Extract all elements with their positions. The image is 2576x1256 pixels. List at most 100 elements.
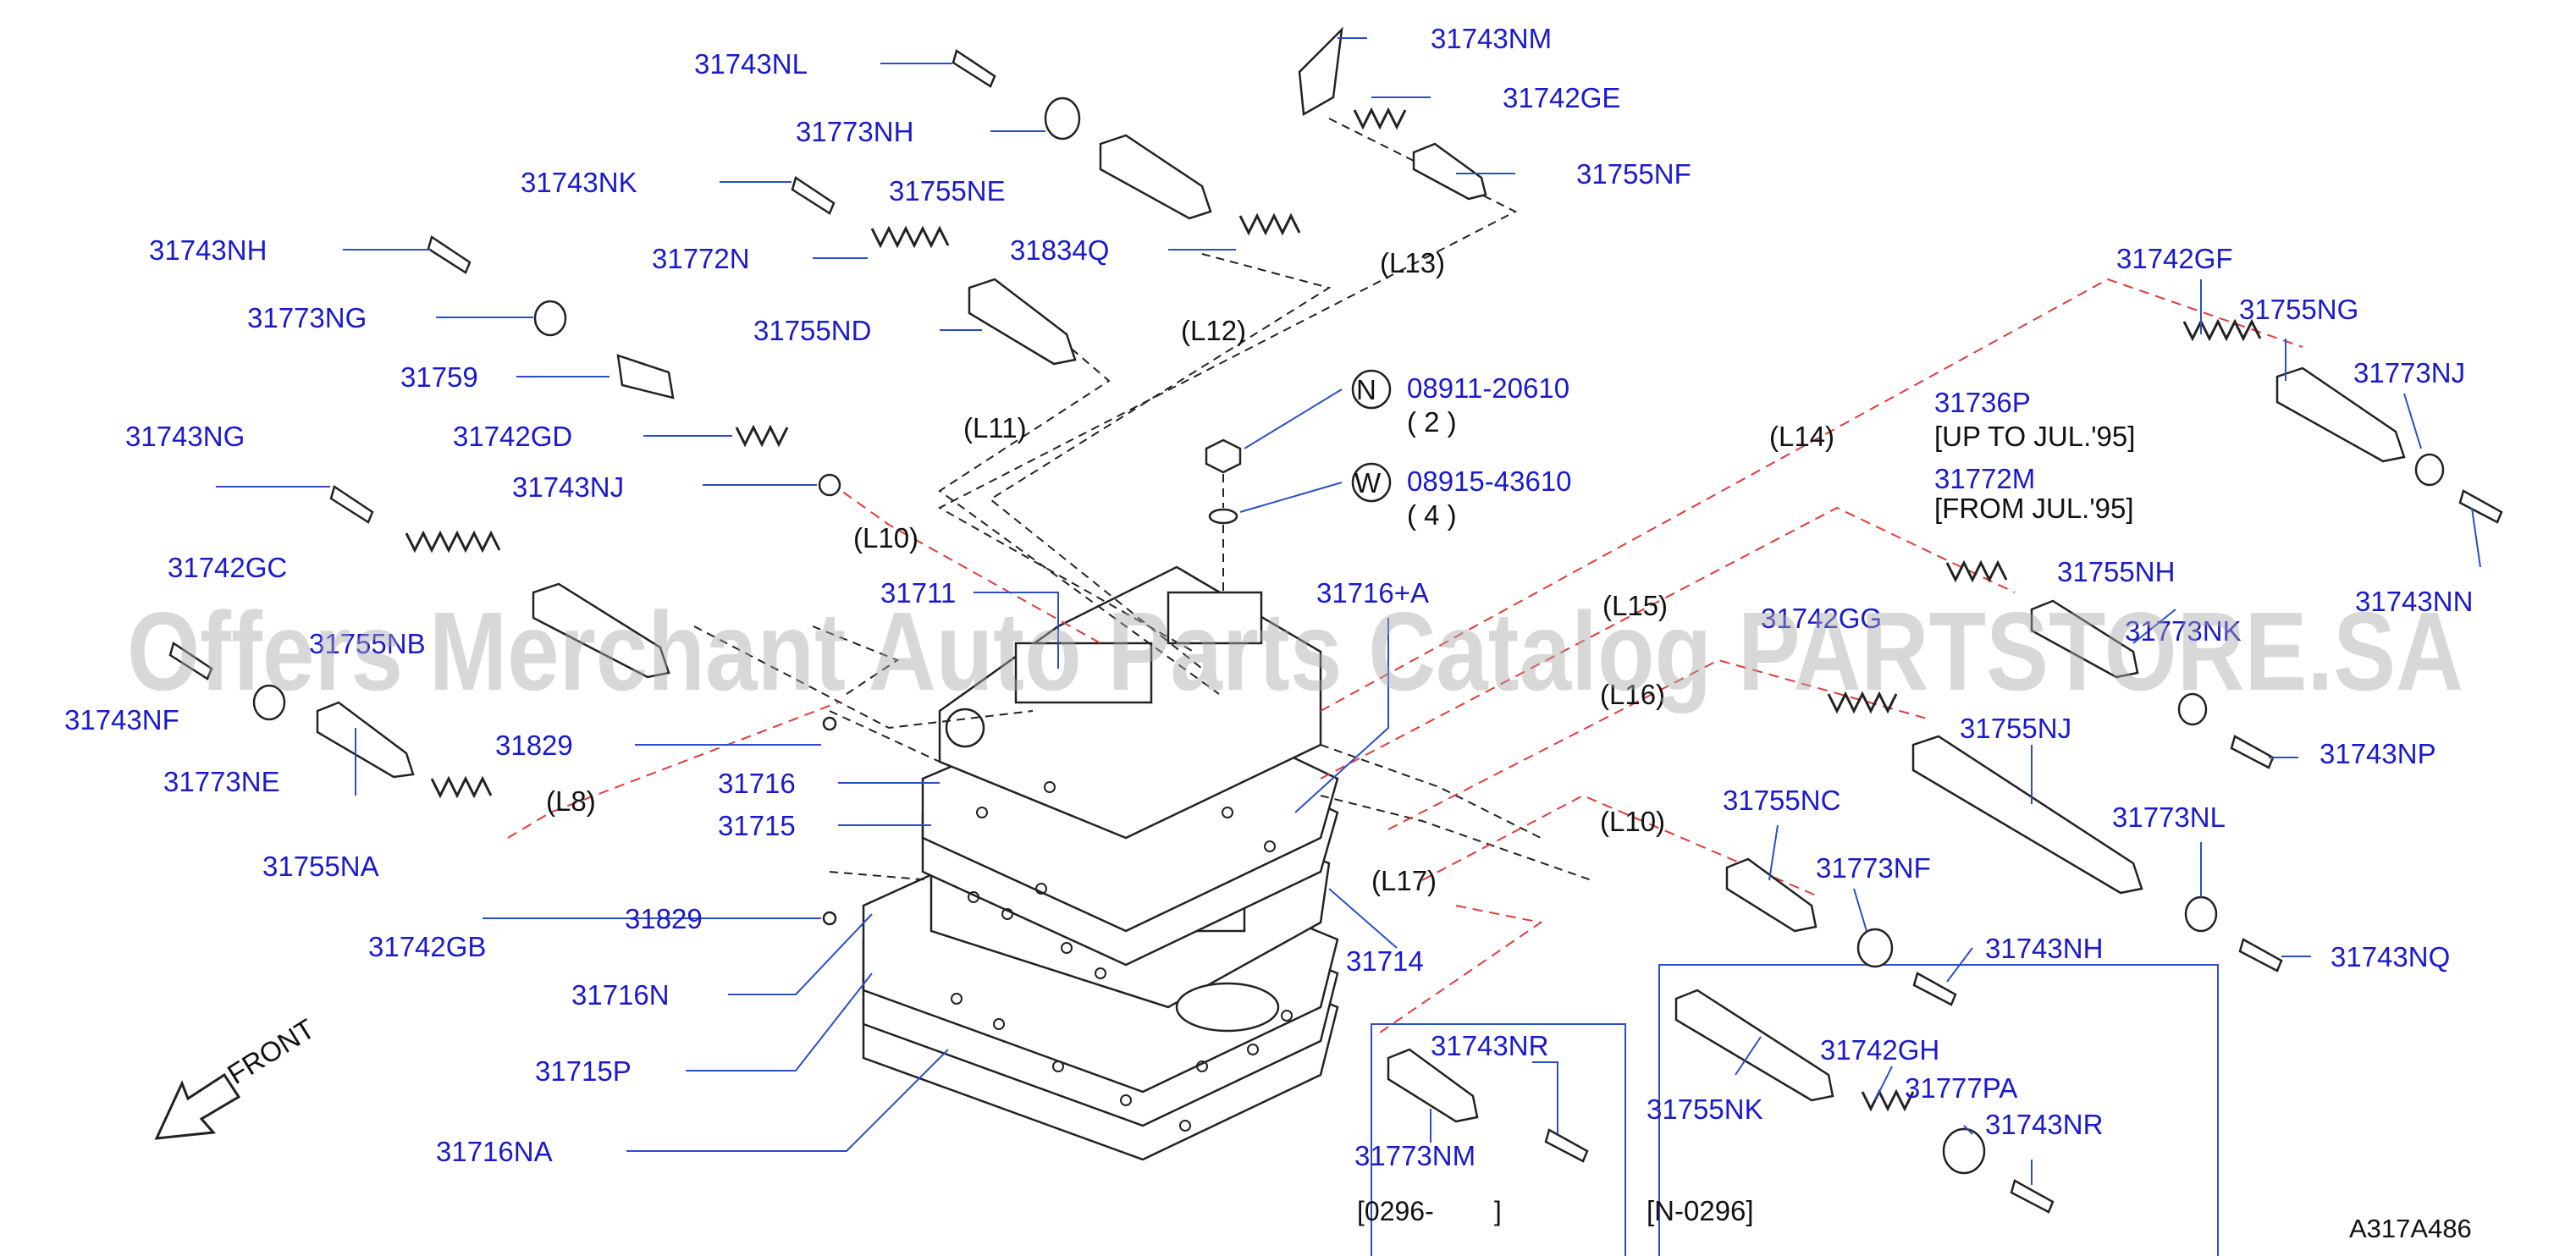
label-31742GC: 31742GC <box>168 552 287 583</box>
route-label-l8: (L8) <box>546 785 596 817</box>
label-31743NR-right: 31743NR <box>1985 1109 2103 1140</box>
label-31716: 31716 <box>718 768 796 799</box>
front-arrow-icon <box>154 1072 241 1140</box>
retainer-31743NH-right <box>1912 972 1957 1006</box>
route-label-l10a: (L10) <box>853 522 918 554</box>
label-31742GG: 31742GG <box>1761 603 1882 634</box>
plug-31773NH <box>1044 96 1081 140</box>
retainer-31743NF <box>168 642 213 680</box>
label-31715: 31715 <box>718 810 796 841</box>
label-31742GD: 31742GD <box>453 421 572 452</box>
label-31743NK: 31743NK <box>521 167 637 198</box>
route-label-l13: (L13) <box>1380 247 1445 278</box>
fastener-nut-symbol-n: N <box>1356 374 1376 405</box>
label-31834Q: 31834Q <box>1010 234 1109 266</box>
plug-31773NE <box>252 684 286 721</box>
spring-31742GC <box>405 530 501 554</box>
valve-31755NB <box>532 582 670 679</box>
label-31773NL: 31773NL <box>2112 802 2226 833</box>
nut-symbol-circle <box>1351 369 1392 410</box>
label-31755NC: 31755NC <box>1723 785 1840 816</box>
plug-31773NG <box>533 300 567 337</box>
label-31742GH: 31742GH <box>1820 1034 1939 1066</box>
left-parts <box>168 26 1487 926</box>
label-31716NA: 31716NA <box>436 1136 553 1167</box>
spring-31742GE <box>1353 107 1407 130</box>
plate-holes <box>951 781 1293 1132</box>
valve-31755NE <box>1099 134 1212 220</box>
note-up-to-jul95: [UP TO JUL.'95] <box>1934 421 2135 452</box>
fastener-washer-symbol-w: W <box>1354 467 1382 499</box>
label-31773NG: 31773NG <box>247 302 367 333</box>
note-from-jul95: [FROM JUL.'95] <box>1934 493 2134 524</box>
plug-31773NM <box>1387 1048 1479 1123</box>
label-31772M: 31772M <box>1934 463 2035 494</box>
label-31829-b: 31829 <box>625 903 703 934</box>
retainer-31743NN <box>2458 489 2503 524</box>
retainer-31743NM <box>1298 26 1343 117</box>
label-31755NJ: 31755NJ <box>1960 713 2071 744</box>
route-label-l11: (L11) <box>963 412 1027 443</box>
plug-31773NF <box>1856 928 1894 968</box>
label-31742GF: 31742GF <box>2116 243 2233 274</box>
spring-31772N <box>870 225 950 249</box>
retainer-31743NQ <box>2238 938 2283 972</box>
spring-31742GB <box>430 775 493 799</box>
variant-box-0296 <box>1371 1023 1626 1256</box>
route-label-l16: (L16) <box>1600 679 1665 710</box>
label-31715P: 31715P <box>535 1055 632 1087</box>
spring-31742GG <box>1827 691 1898 714</box>
label-31742GB: 31742GB <box>368 931 486 962</box>
valve-31755NG <box>2275 366 2406 463</box>
nut <box>1205 438 1242 474</box>
label-31743NH-right: 31743NH <box>1985 933 2103 964</box>
label-31743NF: 31743NF <box>64 704 179 735</box>
label-31773NM: 31773NM <box>1354 1140 1476 1171</box>
washer <box>1208 508 1238 525</box>
plug-31777PA <box>1942 1127 1986 1175</box>
right-parts <box>1387 318 2503 1214</box>
label-31755NE: 31755NE <box>889 175 1006 207</box>
spring-31742GG-upper <box>1945 559 2008 583</box>
label-31755NB: 31755NB <box>309 628 426 659</box>
label-31743NP: 31743NP <box>2320 738 2436 769</box>
fastener-nut-part: 08911-20610 <box>1407 372 1569 404</box>
retainer-31743NR-left <box>1544 1128 1589 1163</box>
route-labels: (L8) (L10) (L11) (L12) (L13) (L14) (L15)… <box>546 247 1834 896</box>
part-labels: 31743NL 31743NM 31773NH 31742GE 31743NK … <box>64 23 2473 1171</box>
watermark: Offers Merchant Auto Parts Catalog PARTS… <box>127 589 2463 713</box>
spring-31742GF <box>2182 318 2262 342</box>
label-31773NK: 31773NK <box>2125 615 2242 647</box>
steel-ball-31829-a <box>822 716 837 731</box>
lower-body-bore <box>1175 982 1280 1033</box>
retainer-31743NJ-left <box>818 473 841 497</box>
retainer-31743NK <box>791 176 836 215</box>
route-label-l14: (L14) <box>1769 421 1834 452</box>
retainer-31743NG <box>329 485 374 524</box>
diagram-code: A317A486 <box>2349 1214 2472 1243</box>
valve-31755NC <box>1725 857 1818 933</box>
spring-31742GD <box>735 424 789 448</box>
label-31755NK: 31755NK <box>1647 1093 1763 1125</box>
sleeve-31759 <box>616 354 675 399</box>
label-31773NH: 31773NH <box>796 116 913 147</box>
label-31743NG: 31743NG <box>125 421 245 452</box>
fastener-washer-part: 08915-43610 <box>1407 465 1572 497</box>
label-31755NG: 31755NG <box>2239 294 2358 325</box>
label-31743NJ-left: 31743NJ <box>512 471 624 503</box>
retainer-31743NP <box>2230 735 2275 769</box>
label-31773NF: 31773NF <box>1816 852 1931 884</box>
label-31743NN: 31743NN <box>2355 586 2473 617</box>
note-box-0296: [0296- ] <box>1357 1196 1502 1226</box>
valve-31755NF <box>1412 142 1487 201</box>
fastener-nut-qty: ( 2 ) <box>1407 406 1457 438</box>
label-31714: 31714 <box>1346 945 1424 977</box>
valve-body-assembly <box>862 438 1339 1161</box>
label-31755NF: 31755NF <box>1576 158 1691 190</box>
label-31755NH: 31755NH <box>2057 556 2175 587</box>
route-label-l17: (L17) <box>1371 865 1437 896</box>
retainer-31743NL <box>952 49 996 88</box>
plug-31773NJ <box>2414 453 2445 487</box>
washer-symbol-circle <box>1351 462 1392 503</box>
